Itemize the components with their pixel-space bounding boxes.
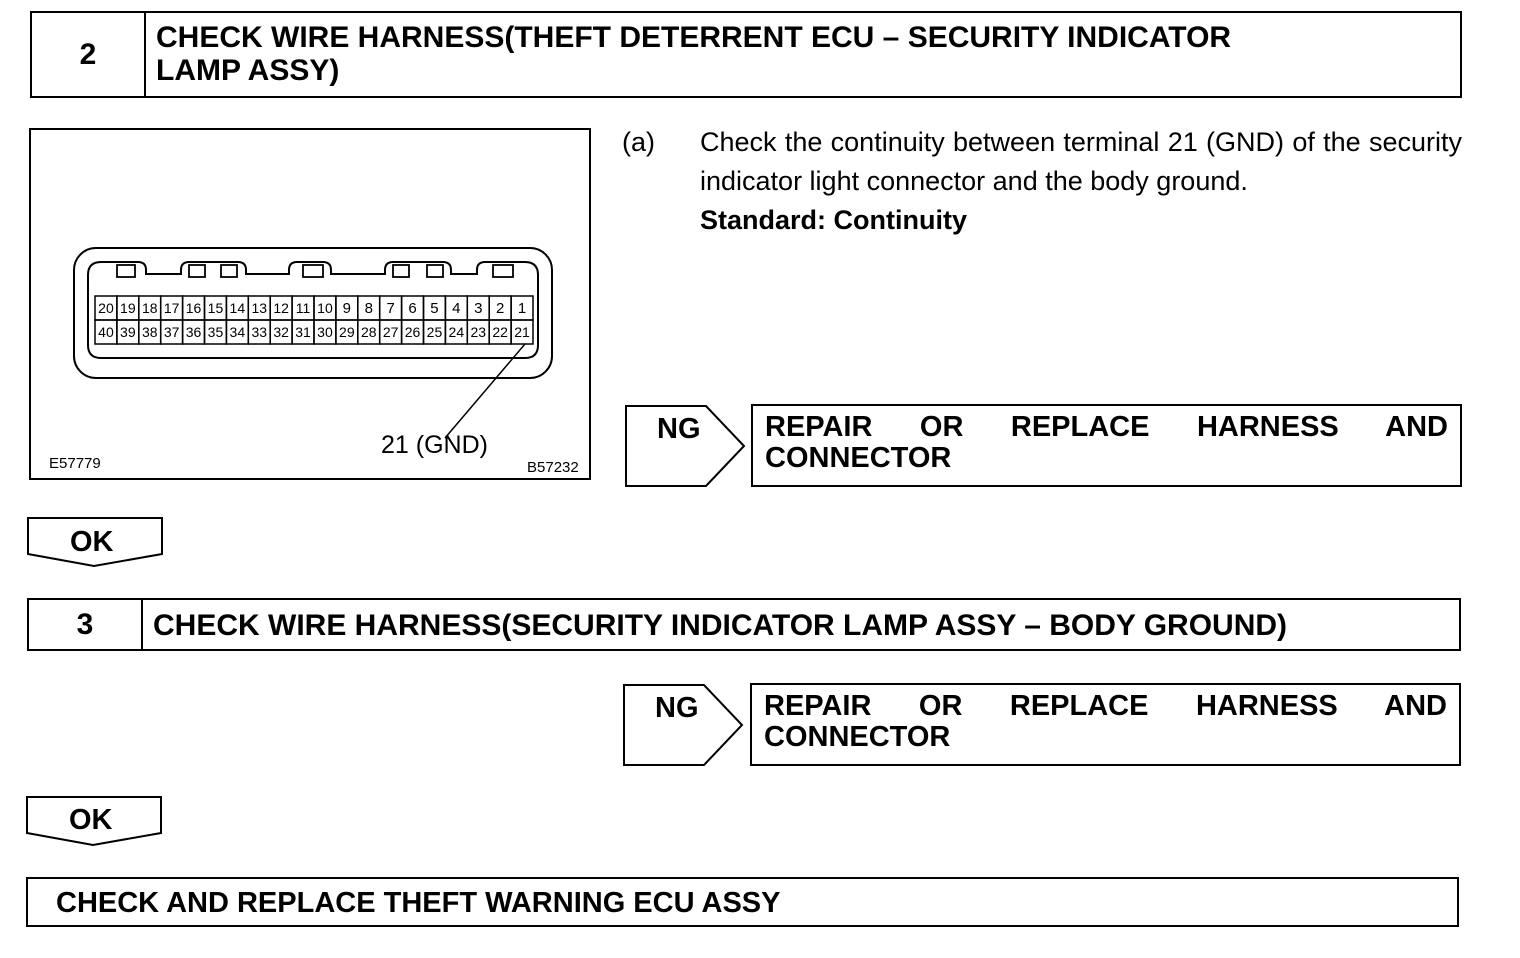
terminal-number-17: 17 [164,300,180,316]
ng-label-1: NG [657,413,701,445]
terminal-number-15: 15 [208,300,224,316]
terminal-number-32: 32 [273,324,289,340]
terminal-number-24: 24 [449,324,465,340]
instruction-text: Check the continuity between terminal 21… [700,127,1462,196]
step-3-number: 3 [29,600,143,649]
figure-code-left: E57779 [49,455,101,472]
terminal-number-13: 13 [251,300,267,316]
terminal-number-16: 16 [186,300,202,316]
terminal-number-40: 40 [98,324,114,340]
terminal-number-28: 28 [361,324,377,340]
ng-result-1: REPAIR OR REPLACE HARNESS AND CONNECTOR [751,404,1462,487]
terminal-number-12: 12 [273,300,289,316]
ng-result-2-line2: CONNECTOR [764,721,951,753]
ok-arrow-1 [27,517,163,568]
final-action: CHECK AND REPLACE THEFT WARNING ECU ASSY [26,877,1459,927]
terminal-number-1: 1 [518,300,526,317]
ng-result-1-line2: CONNECTOR [765,442,952,474]
ng-result-2: REPAIR OR REPLACE HARNESS AND CONNECTOR [750,683,1461,766]
terminal-number-2: 2 [496,300,504,317]
terminal-number-11: 11 [296,300,311,316]
terminal-number-7: 7 [386,300,394,317]
terminal-number-21: 21 [514,324,530,340]
latch-tabs [116,264,514,278]
terminal-number-4: 4 [452,300,460,317]
terminal-number-8: 8 [365,300,373,317]
step-2-number: 2 [32,13,146,96]
terminal-number-27: 27 [383,324,399,340]
terminal-number-36: 36 [186,324,202,340]
ok-label-1: OK [70,526,114,558]
terminal-number-3: 3 [474,300,482,317]
terminal-number-10: 10 [317,300,333,316]
terminal-number-37: 37 [164,324,180,340]
terminal-number-31: 31 [295,324,311,340]
terminal-number-26: 26 [405,324,421,340]
ng-arrow-1 [625,405,746,487]
terminal-number-22: 22 [492,324,508,340]
step-3-header: 3 CHECK WIRE HARNESS(SECURITY INDICATOR … [27,598,1461,651]
ng-arrow-2 [623,684,744,766]
ng-result-1-line1: REPAIR OR REPLACE HARNESS AND [765,411,1448,443]
terminal-number-6: 6 [408,300,416,317]
terminal-number-18: 18 [142,300,158,316]
terminal-number-29: 29 [339,324,355,340]
ok-arrow-2 [26,796,162,847]
step-2-title-line1: CHECK WIRE HARNESS(THEFT DETERRENT ECU –… [156,21,1232,54]
step-2-header: 2 CHECK WIRE HARNESS(THEFT DETERRENT ECU… [30,11,1462,98]
instruction-label: (a) [622,127,655,157]
terminal-number-35: 35 [208,324,224,340]
ng-label-2: NG [655,692,699,724]
terminal-number-5: 5 [430,300,438,317]
terminal-number-33: 33 [251,324,267,340]
instruction-standard: Standard: Continuity [700,205,967,235]
step-2-title-line2: LAMP ASSY) [156,54,340,87]
terminal-number-38: 38 [142,324,158,340]
callout-label: 21 (GND) [381,431,488,459]
callout-leader-line [444,343,526,439]
terminal-number-39: 39 [120,324,136,340]
terminal-number-14: 14 [230,300,246,316]
terminal-number-9: 9 [343,300,351,317]
terminal-number-23: 23 [470,324,486,340]
step-3-title: CHECK WIRE HARNESS(SECURITY INDICATOR LA… [153,609,1288,642]
terminal-number-20: 20 [98,300,114,316]
terminal-number-34: 34 [230,324,246,340]
ng-result-2-line1: REPAIR OR REPLACE HARNESS AND [764,690,1447,722]
terminal-number-25: 25 [427,324,443,340]
figure-code-right: B57232 [527,459,579,476]
final-action-text: CHECK AND REPLACE THEFT WARNING ECU ASSY [56,887,781,919]
ok-label-2: OK [69,804,113,836]
terminal-number-19: 19 [120,300,136,316]
step-2-title: CHECK WIRE HARNESS(THEFT DETERRENT ECU –… [144,13,1460,96]
terminal-number-30: 30 [317,324,333,340]
terminal-cell [510,319,534,345]
